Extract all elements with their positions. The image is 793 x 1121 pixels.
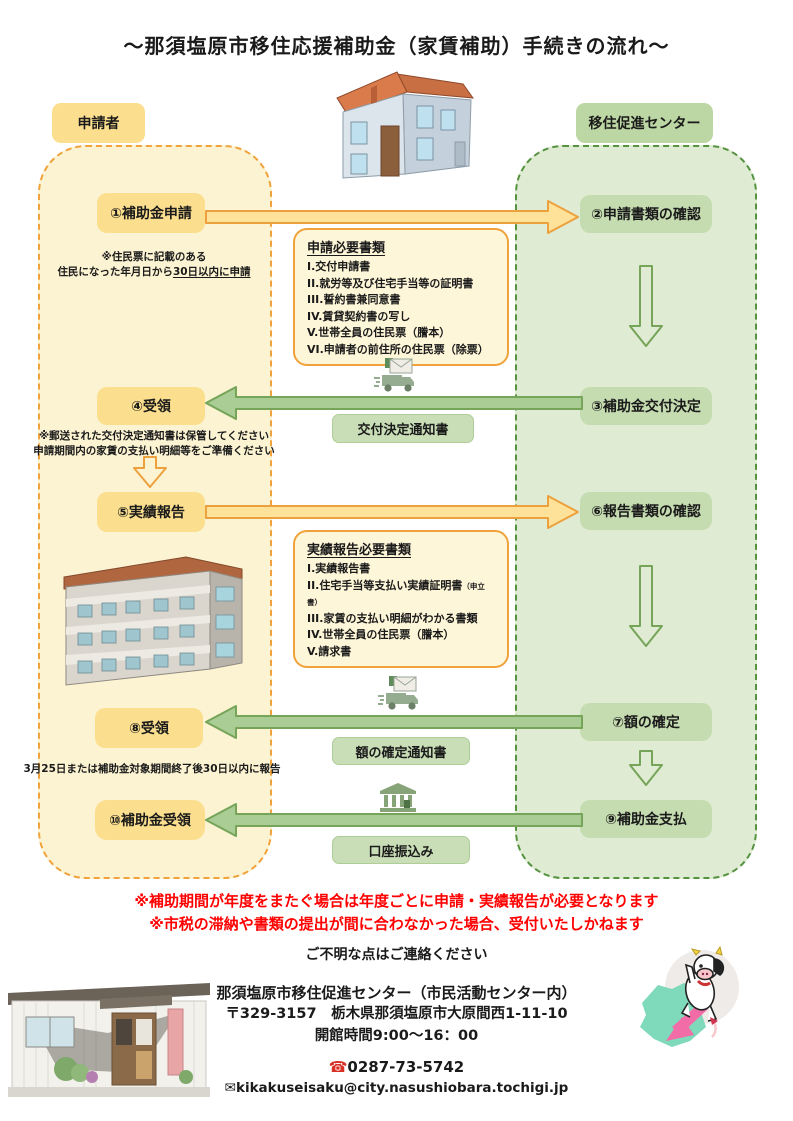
email-address: kikakuseisaku@city.nasushiobara.tochigi.… — [235, 1080, 569, 1096]
step-10-receive-subsidy: ⑩補助金受領 — [95, 800, 205, 840]
report-doc-item: I.実績報告書 — [307, 562, 371, 575]
center-name: 那須塩原市移住促進センター（市民活動センター内） — [216, 984, 577, 1002]
warning-note-2: ※市税の滞納や書類の提出が間に合わなかった場合、受付いたしかねます — [149, 915, 644, 933]
step-5-report: ⑤実績報告 — [97, 492, 205, 532]
arrow-2-to-3 — [629, 265, 663, 347]
bank-icon — [378, 782, 418, 813]
arrow-3-to-4 — [205, 386, 583, 420]
apply-docs-box: 申請必要書類 I.交付申請書 II.就労等及び住宅手当等の証明書 III.誓約書… — [293, 228, 509, 366]
email-icon: ✉ — [224, 1080, 236, 1096]
note-report-deadline: 3月25日または補助金対象期間終了後30日以内に報告 — [23, 763, 281, 775]
arrow-7-to-9 — [629, 750, 663, 786]
apply-doc-item: III.誓約書兼同意書 — [307, 293, 401, 306]
center-hours: 開館時間9:00～16：00 — [314, 1028, 479, 1044]
mail-truck-icon — [373, 357, 419, 394]
step-6-check-report: ⑥報告書類の確認 — [580, 492, 712, 530]
apply-doc-item: II.就労等及び住宅手当等の証明書 — [307, 276, 474, 290]
step-2-check-docs: ②申請書類の確認 — [580, 195, 712, 233]
note-keep-notice: ※郵送された交付決定通知書は保管してください 申請期間内の家賃の支払い明細等をご… — [33, 430, 275, 458]
report-docs-title: 実績報告必要書類 — [307, 543, 412, 558]
center-address: 〒329-3157 栃木県那須塩原市大原間西1-11-10 — [225, 1006, 568, 1022]
apartment-illustration — [58, 553, 248, 693]
arrow-1-to-2 — [205, 200, 579, 234]
arrow-4-to-5 — [133, 456, 167, 488]
amount-notice-label: 額の確定通知書 — [332, 737, 470, 765]
center-building-photo — [8, 973, 210, 1108]
bank-transfer-label: 口座振込み — [332, 836, 470, 864]
apply-doc-item: V.世帯全員の住民票（謄本） — [307, 326, 451, 339]
center-header: 移住促進センター — [576, 103, 713, 143]
applicant-header: 申請者 — [52, 103, 145, 143]
apply-doc-item: I.交付申請書 — [307, 260, 371, 273]
arrow-6-to-7 — [629, 565, 663, 647]
step-3-grant-decision: ③補助金交付決定 — [580, 387, 712, 425]
arrow-7-to-8 — [205, 705, 583, 739]
report-doc-item: III.家賃の支払い明細がわかる書類 — [307, 611, 478, 625]
apply-docs-title: 申請必要書類 — [307, 241, 386, 256]
report-doc-item: V.請求書 — [307, 644, 352, 658]
phone-line: ☎0287-73-5742 — [0, 1056, 793, 1079]
mail-truck-icon — [377, 675, 423, 712]
warning-note-1: ※補助期間が年度をまたぐ場合は年度ごとに申請・実績報告が必要となります — [134, 892, 659, 910]
note-apply-deadline: ※住民票に記載のある 住民になった年月日から30日以内に申請 — [57, 251, 251, 279]
step-8-receive: ⑧受領 — [95, 708, 203, 748]
apply-doc-item: VI.申請者の前住所の住民票（除票） — [307, 342, 489, 356]
step-7-amount-decision: ⑦額の確定 — [580, 703, 712, 741]
step-4-receive: ④受領 — [97, 387, 205, 425]
report-docs-box: 実績報告必要書類 I.実績報告書 II.住宅手当等支払い実績証明書（申立書） I… — [293, 530, 509, 668]
apply-doc-item: IV.賃貸契約書の写し — [307, 309, 411, 323]
page-title: ～那須塩原市移住応援補助金（家賃補助）手続きの流れ～ — [123, 34, 670, 58]
arrow-9-to-10 — [205, 803, 583, 837]
grant-decision-notice-label: 交付決定通知書 — [332, 414, 474, 443]
email-line: ✉kikakuseisaku@city.nasushiobara.tochigi… — [0, 1078, 793, 1098]
report-doc-item: II.住宅手当等支払い実績証明書（申立書） — [307, 578, 485, 608]
phone-icon: ☎ — [328, 1058, 348, 1076]
arrow-5-to-6 — [205, 495, 579, 529]
phone-number: 0287-73-5742 — [347, 1058, 465, 1076]
step-9-pay-subsidy: ⑨補助金支払 — [580, 800, 712, 838]
report-doc-item: IV.世帯全員の住民票（謄本） — [307, 628, 455, 641]
cow-mascot-illustration — [628, 943, 768, 1065]
step-1-apply: ①補助金申請 — [97, 193, 205, 233]
contact-lead: ご不明な点はご連絡ください — [305, 947, 488, 963]
house-illustration — [285, 62, 480, 180]
